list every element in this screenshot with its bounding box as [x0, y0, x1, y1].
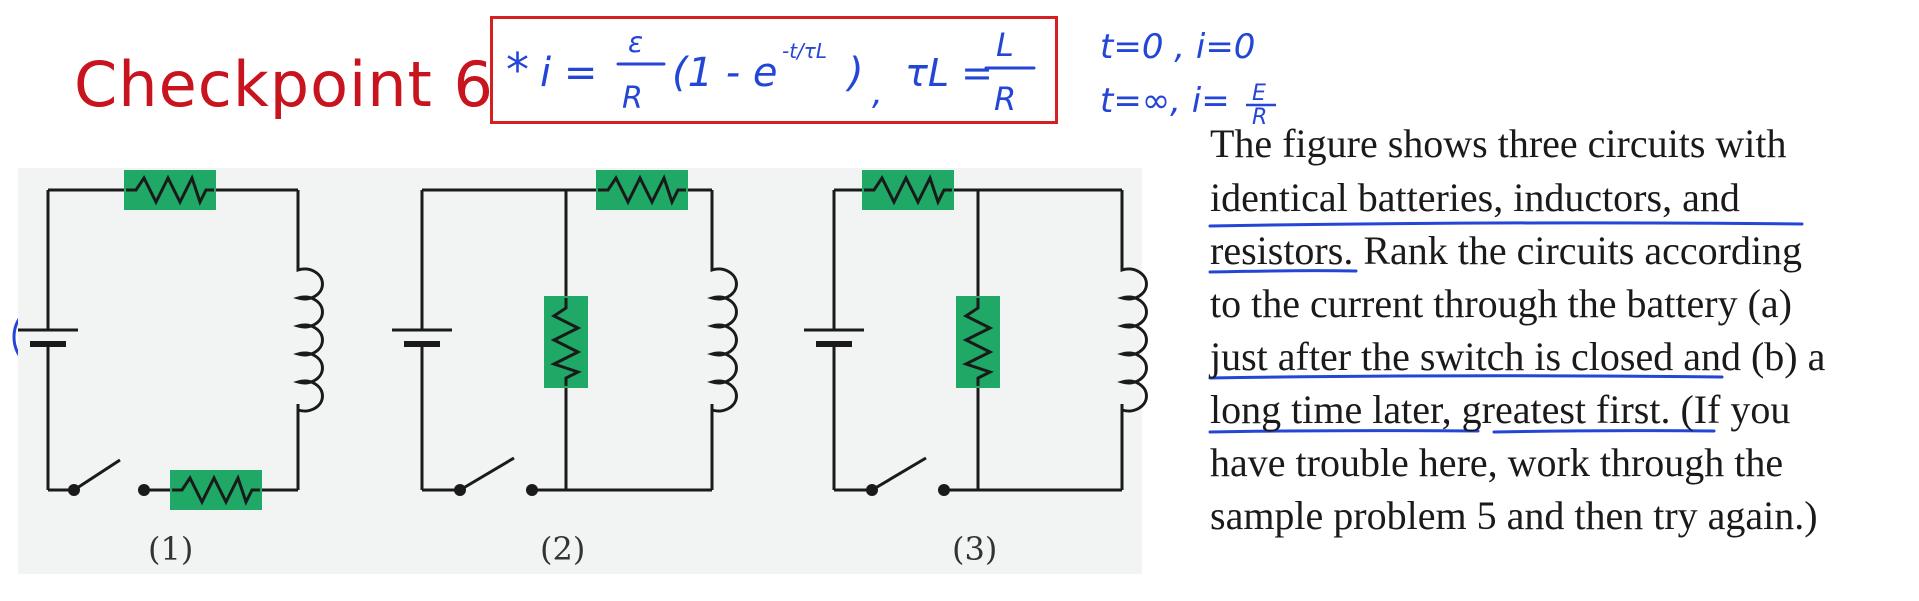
question-line: to the current through the battery (a) [1210, 281, 1792, 326]
formula-emf: ε [628, 26, 643, 59]
question-line: just after the switch is closed and (b) … [1210, 334, 1826, 379]
caption-circuit-1: (1) [148, 530, 194, 568]
circuit-2-inductor [710, 260, 738, 434]
circuit-3-middle-resistor [954, 294, 1002, 390]
question-line: have trouble here, work through the [1210, 440, 1784, 485]
formula-close-paren: ) [845, 50, 864, 96]
question-line: resistors. Rank the circuits according [1210, 228, 1803, 273]
circuit-2-middle-resistor [542, 294, 590, 390]
formula-box [490, 16, 1058, 124]
underline-greatest [1492, 429, 1716, 434]
circuit-2-top-resistor [594, 168, 690, 212]
circuit-1-battery [18, 330, 78, 344]
circuit-1 [46, 188, 300, 492]
side-note-t0: t=0 , i=0 [1100, 27, 1255, 67]
circuit-1-inductor [296, 260, 324, 434]
circuit-3-top-resistor [860, 168, 956, 212]
formula-r-denominator: R [622, 81, 643, 116]
caption-circuit-2: (2) [540, 530, 586, 568]
circuit-1-bottom-resistor [168, 468, 264, 512]
question-line: The figure shows three circuits with [1210, 121, 1787, 166]
circuit-2 [420, 188, 714, 492]
formula-tau-l: L [996, 26, 1014, 64]
underline-resistors [1208, 269, 1358, 274]
side-note-frac-den: R [1252, 105, 1267, 130]
formula-tau-r: R [994, 80, 1016, 118]
underline-identical [1208, 221, 1804, 228]
question-line: sample problem 5 and then try again.) [1210, 493, 1818, 538]
formula-tau: τL = [905, 51, 993, 95]
circuit-3-battery [804, 330, 864, 344]
underline-just-after [1208, 374, 1724, 380]
formula-exponent: -t/τL [782, 39, 827, 63]
underline-long-time [1208, 429, 1480, 434]
circuit-1-top-resistor [122, 168, 218, 212]
side-note-frac-num: E [1252, 81, 1266, 106]
formula-i-equals: i = [540, 50, 597, 96]
side-note-tinf: t=∞, i= [1100, 81, 1230, 121]
caption-circuit-3: (3) [952, 530, 998, 568]
formula-star: * [506, 43, 529, 97]
checkpoint-title: Checkpoint 6 [74, 48, 494, 121]
formula-factor: (1 - e [672, 50, 778, 96]
question-line: identical batteries, inductors, and [1210, 175, 1740, 220]
circuit-3-inductor [1120, 260, 1148, 434]
circuit-2-battery [392, 330, 452, 344]
question-line: long time later, greatest first. (If you [1210, 387, 1791, 432]
formula-comma: , [872, 73, 883, 113]
